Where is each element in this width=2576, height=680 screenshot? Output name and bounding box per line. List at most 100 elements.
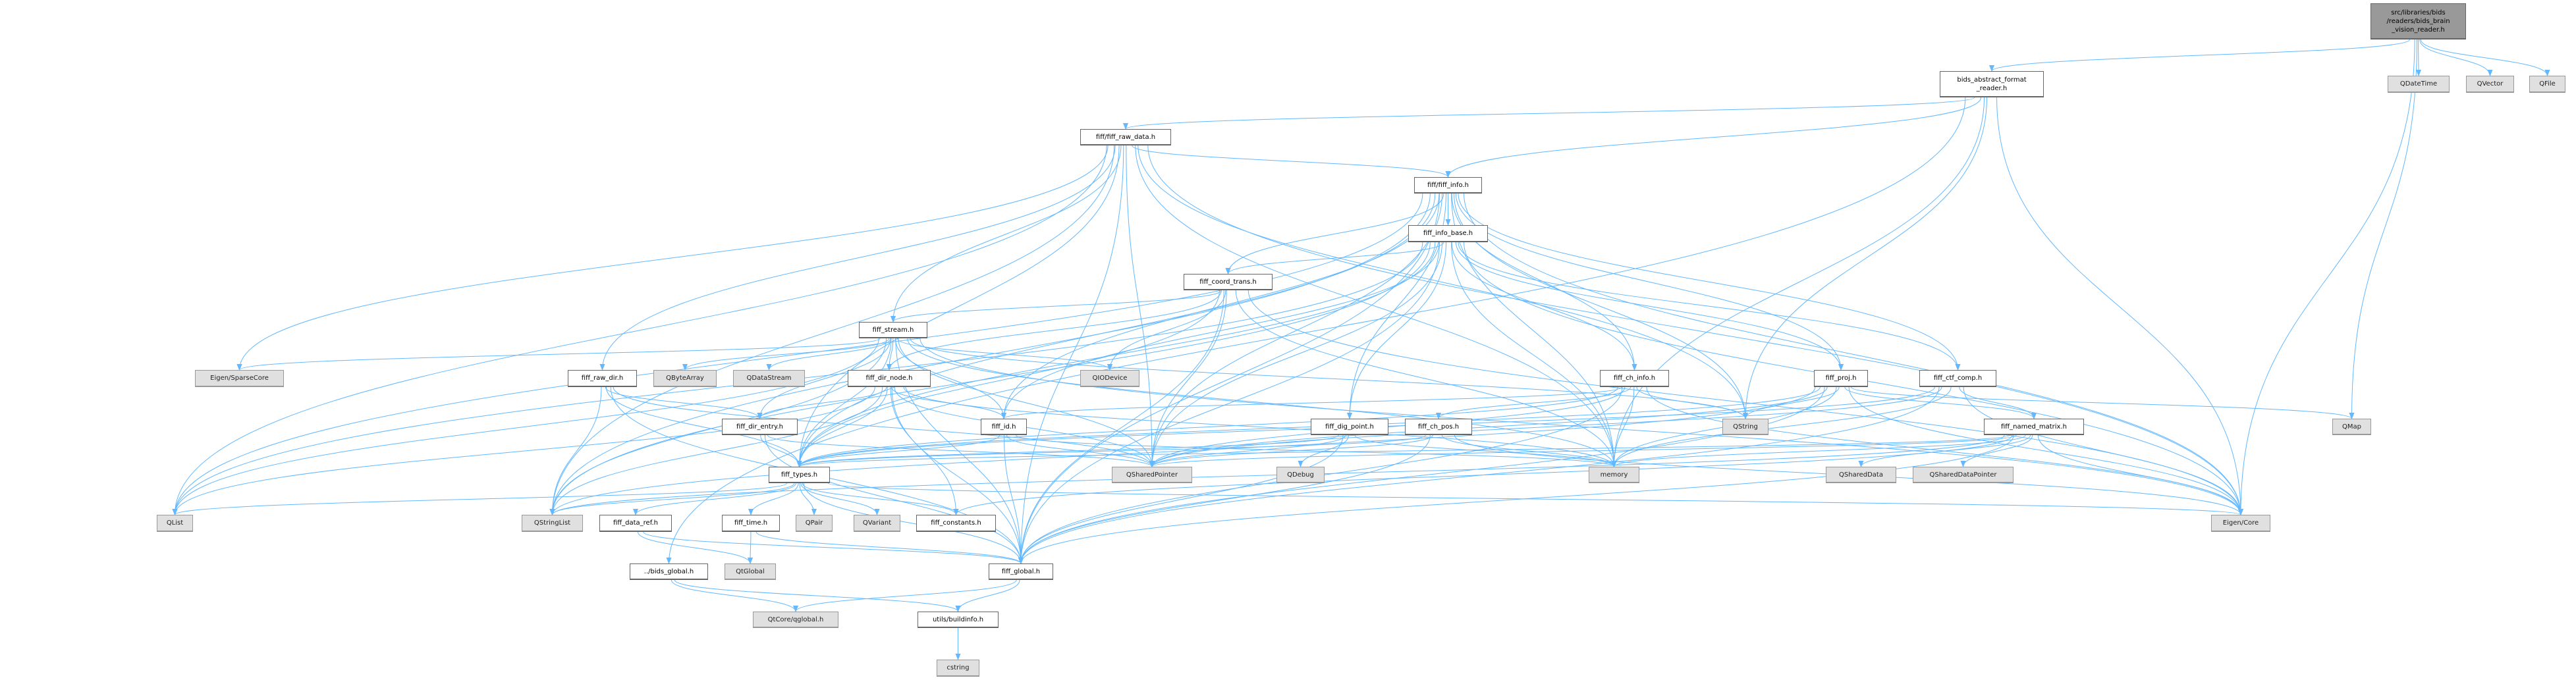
- edge-ctfcomp-to-qsharedpointer: [1149, 386, 1942, 467]
- edge-infobase-to-chinfo: [1451, 242, 1637, 371]
- edge-main-to-bafr: [1989, 39, 2411, 72]
- edge-namedmatrix-to-constants: [953, 434, 2013, 515]
- graph-node-proj[interactable]: fiff_proj.h: [1814, 370, 1868, 387]
- graph-node-qbytearray[interactable]: QByteArray: [653, 370, 717, 387]
- edge-ctfcomp-to-eigencore: [1963, 386, 2243, 515]
- graph-node-qglobal[interactable]: QtCore/qglobal.h: [753, 612, 838, 628]
- edge-stream-to-types: [796, 338, 892, 467]
- graph-node-chpos[interactable]: fiff_ch_pos.h: [1405, 419, 1472, 435]
- graph-node-qdatastream[interactable]: QDataStream: [733, 370, 805, 387]
- graph-node-qpair[interactable]: QPair: [796, 515, 833, 532]
- edge-coordtrans-to-qiodevice: [1107, 290, 1226, 371]
- edge-bidsglobal-to-qglobal: [671, 579, 798, 612]
- edge-rawdata-to-qstring: [1137, 145, 1748, 419]
- edge-dataref-to-global: [643, 531, 1024, 564]
- graph-node-qiodevice[interactable]: QIODevice: [1080, 370, 1139, 387]
- edge-stream-to-qdatastream: [766, 338, 891, 371]
- edge-bafr-to-qstring: [1743, 97, 1988, 419]
- edge-main-to-qvector: [2419, 39, 2493, 76]
- graph-node-info[interactable]: fiff/fiff_info.h: [1414, 177, 1482, 194]
- edge-rawdata-to-eigencore: [1147, 145, 2243, 515]
- graph-node-stream[interactable]: fiff_stream.h: [859, 322, 927, 338]
- edge-bafr-to-bidsglobal: [666, 97, 1966, 564]
- graph-node-namedmatrix[interactable]: fiff_named_matrix.h: [1984, 419, 2084, 435]
- graph-node-chinfo[interactable]: fiff_ch_info.h: [1600, 370, 1669, 387]
- graph-node-qshareddata[interactable]: QSharedData: [1826, 467, 1896, 483]
- graph-node-types[interactable]: fiff_types.h: [769, 467, 830, 483]
- edge-dirnode-to-constants: [890, 386, 959, 515]
- edge-infobase-to-id: [1001, 242, 1440, 419]
- graph-node-qvariant[interactable]: QVariant: [854, 515, 900, 532]
- edge-infobase-to-coordtrans: [1225, 242, 1444, 275]
- graph-node-dirnode[interactable]: fiff_dir_node.h: [848, 370, 931, 387]
- graph-node-cstring[interactable]: cstring: [937, 660, 979, 677]
- edge-dirnode-to-direntry: [757, 386, 887, 419]
- graph-node-coordtrans[interactable]: fiff_coord_trans.h: [1184, 274, 1273, 290]
- edge-chinfo-to-memory: [1611, 386, 1635, 467]
- edge-direntry-to-qsharedpointer: [767, 434, 1155, 467]
- graph-node-infobase[interactable]: fiff_info_base.h: [1408, 225, 1488, 242]
- edge-namedmatrix-to-types: [797, 434, 2010, 467]
- graph-node-rawdata[interactable]: fiff/fiff_raw_data.h: [1080, 129, 1171, 145]
- edge-proj-to-types: [796, 386, 1821, 467]
- edge-stream-to-memory: [907, 338, 1617, 467]
- edge-infobase-to-digpoint: [1347, 242, 1447, 419]
- edge-stream-to-direntry: [757, 338, 891, 419]
- graph-node-qdebug[interactable]: QDebug: [1276, 467, 1325, 483]
- graph-node-qsharedpointer[interactable]: QSharedPointer: [1112, 467, 1192, 483]
- graph-node-qstringlist[interactable]: QStringList: [522, 515, 583, 532]
- edge-types-to-dataref: [633, 483, 797, 515]
- edge-proj-to-global: [1018, 386, 1825, 564]
- graph-node-main[interactable]: src/libraries/bids /readers/bids_brain _…: [2370, 3, 2466, 39]
- edge-time-to-global: [755, 531, 1024, 564]
- graph-node-direntry[interactable]: fiff_dir_entry.h: [722, 419, 798, 435]
- edge-rawdata-to-sparsecore: [236, 145, 1109, 371]
- edge-bafr-to-memory: [1611, 97, 1985, 467]
- graph-node-digpoint[interactable]: fiff_dig_point.h: [1311, 419, 1388, 435]
- graph-node-buildinfo[interactable]: utils/buildinfo.h: [918, 612, 999, 628]
- edge-info-to-qstringlist: [549, 193, 1431, 515]
- graph-node-qlist[interactable]: QList: [157, 515, 193, 532]
- edge-id-to-global: [1004, 434, 1024, 564]
- edge-stream-to-sparsecore: [236, 338, 881, 371]
- graph-node-rawdir[interactable]: fiff_raw_dir.h: [568, 370, 637, 387]
- edge-direntry-to-global: [764, 434, 1024, 564]
- edge-digpoint-to-qsharedpointer: [1149, 434, 1346, 467]
- graph-node-qstring[interactable]: QString: [1722, 419, 1768, 435]
- edge-proj-to-namedmatrix: [1844, 386, 2037, 419]
- edge-coordtrans-to-global: [1018, 290, 1224, 564]
- graph-node-constants[interactable]: fiff_constants.h: [916, 515, 996, 532]
- graph-node-qshareddatapointer[interactable]: QSharedDataPointer: [1913, 467, 2014, 483]
- graph-node-qmap[interactable]: QMap: [2332, 419, 2371, 435]
- graph-node-global[interactable]: fiff_global.h: [989, 563, 1053, 580]
- graph-node-eigencore[interactable]: Eigen/Core: [2211, 515, 2270, 532]
- edge-main-to-qmap: [2349, 39, 2417, 419]
- graph-node-ctfcomp[interactable]: fiff_ctf_comp.h: [1919, 370, 1996, 387]
- graph-node-qtglobal[interactable]: QtGlobal: [725, 563, 776, 580]
- graph-node-time[interactable]: fiff_time.h: [722, 515, 780, 532]
- edge-stream-to-eigencore: [919, 338, 2243, 515]
- edge-chinfo-to-qstring: [1636, 386, 1748, 419]
- edge-stream-to-id: [894, 338, 1006, 419]
- graph-node-bidsglobal[interactable]: ../bids_global.h: [630, 563, 708, 580]
- graph-node-bafr[interactable]: bids_abstract_format _reader.h: [1940, 71, 2044, 97]
- edge-types-to-eigencore: [827, 483, 2243, 515]
- graph-node-qfile[interactable]: QFile: [2529, 76, 2565, 93]
- edge-info-to-types: [796, 193, 1436, 467]
- graph-node-dataref[interactable]: fiff_data_ref.h: [599, 515, 672, 532]
- graph-node-sparsecore[interactable]: Eigen/SparseCore: [195, 370, 284, 387]
- edge-rawdir-to-types: [605, 386, 802, 467]
- edge-info-to-proj: [1455, 193, 1844, 371]
- edge-coordtrans-to-types: [796, 290, 1220, 467]
- graph-node-qdatetime[interactable]: QDateTime: [2388, 76, 2450, 93]
- graph-node-id[interactable]: fiff_id.h: [981, 419, 1027, 435]
- edge-stream-to-qlist: [172, 338, 879, 515]
- graph-node-qvector[interactable]: QVector: [2466, 76, 2514, 93]
- edge-proj-to-eigencore: [1848, 386, 2243, 515]
- edge-global-to-buildinfo: [955, 579, 1020, 612]
- edge-coordtrans-to-stream: [891, 290, 1222, 323]
- edge-chpos-to-types: [796, 434, 1427, 467]
- graph-node-memory[interactable]: memory: [1589, 467, 1639, 483]
- edge-types-to-qvariant: [800, 483, 880, 515]
